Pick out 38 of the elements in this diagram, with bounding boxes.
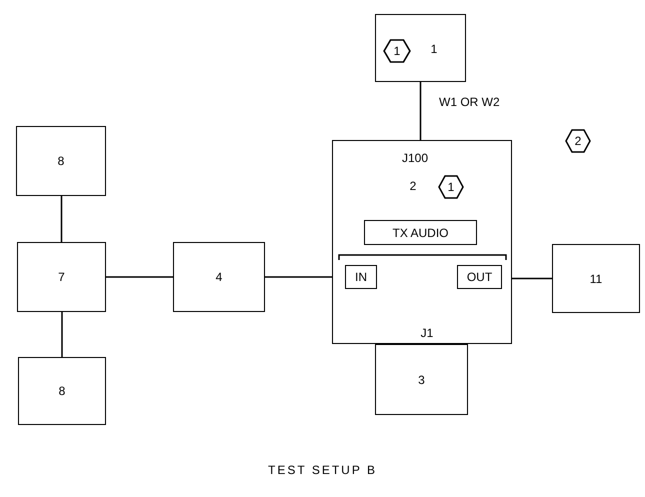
unit-label: 1 — [448, 181, 454, 193]
unit-label: 7 — [58, 271, 65, 283]
unit-label: J1 — [420, 327, 434, 339]
connector-line — [61, 312, 63, 357]
unit-box — [18, 357, 106, 425]
unit-box — [375, 14, 466, 82]
caption: TEST SETUP B — [267, 462, 378, 479]
connector-line — [265, 276, 332, 278]
unit-label: 2 — [410, 180, 416, 192]
unit-label: TX AUDIO — [392, 226, 448, 238]
unit-label: J100 — [402, 152, 428, 164]
connector-line — [420, 82, 422, 140]
unit-box — [345, 265, 377, 289]
unit-label: 8 — [58, 385, 66, 397]
unit-box — [17, 242, 106, 312]
unit-label: 4 — [216, 271, 222, 283]
callout-hexagon — [383, 39, 411, 63]
unit-label: 2 — [574, 135, 582, 147]
connector-line — [512, 278, 552, 280]
unit-label: 1 — [430, 43, 438, 55]
connector-line — [60, 196, 62, 242]
unit-box — [457, 265, 502, 289]
unit-label: IN — [355, 271, 367, 283]
unit-label: 8 — [58, 155, 64, 167]
callout-hexagon — [565, 129, 591, 153]
unit-label: 11 — [590, 272, 602, 284]
edge-label: W1 OR W2 — [438, 96, 501, 108]
unit-box — [364, 220, 477, 245]
connector-line — [106, 276, 173, 278]
unit-label: OUT — [466, 271, 492, 283]
unit-box — [16, 126, 106, 196]
unit-label: 3 — [418, 374, 425, 386]
unit-box — [375, 344, 468, 415]
callout-hexagon — [438, 175, 464, 199]
unit-box — [173, 242, 265, 312]
unit-box — [332, 140, 512, 344]
unit-label: 1 — [394, 45, 400, 57]
unit-box — [552, 244, 640, 313]
